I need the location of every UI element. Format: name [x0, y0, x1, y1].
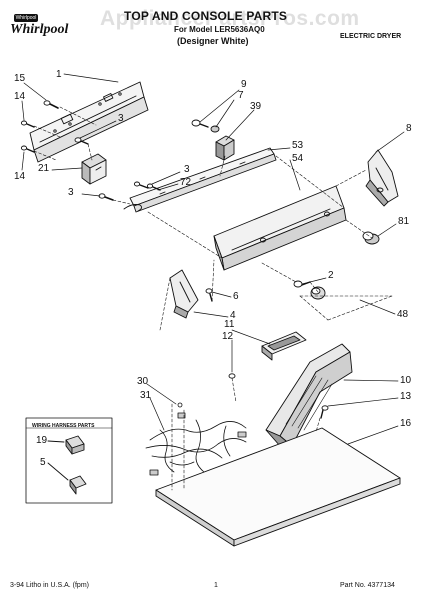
wire-clip-72	[123, 204, 143, 212]
main-top-16	[155, 427, 401, 547]
footer-litho: 3-94 Litho in U.S.A. (fpm)	[10, 582, 89, 589]
side-bracket-4	[169, 269, 199, 319]
callout-30[interactable]: 30	[137, 376, 149, 387]
callout-16[interactable]: 16	[400, 418, 412, 429]
callout-72[interactable]: 72	[180, 177, 192, 188]
screw-3-lower	[98, 193, 114, 201]
callout-12[interactable]: 12	[222, 331, 234, 342]
callout-39[interactable]: 39	[250, 101, 262, 112]
callout-53[interactable]: 53	[292, 140, 304, 151]
screw-12	[228, 373, 236, 379]
switch-block-21	[81, 153, 107, 185]
control-panel-strip-53	[129, 147, 277, 213]
callout-9[interactable]: 9	[241, 79, 247, 90]
screw-14-lower	[20, 145, 35, 153]
screw-13	[320, 405, 329, 419]
callout-5[interactable]: 5	[40, 457, 46, 468]
console-front-54	[213, 185, 347, 271]
callout-7[interactable]: 7	[238, 90, 244, 101]
callout-21[interactable]: 21	[38, 163, 50, 174]
callout-54[interactable]: 54	[292, 153, 304, 164]
wiring-harness-title: WIRING HARNESS PARTS	[32, 423, 95, 429]
callout-31[interactable]: 31	[140, 390, 152, 401]
callout-4[interactable]: 4	[230, 310, 236, 321]
callout-14-upper[interactable]: 14	[14, 91, 26, 102]
callout-13[interactable]: 13	[400, 391, 412, 402]
rear-console-panel	[29, 81, 149, 163]
brand-logo: Whirlpool	[10, 22, 69, 37]
screw-6	[205, 288, 213, 302]
page-title: TOP AND CONSOLE PARTS	[124, 9, 288, 23]
screw-15	[43, 100, 59, 109]
wiring-harness-inset	[25, 417, 113, 504]
screw-14-upper	[20, 120, 35, 128]
callout-10[interactable]: 10	[400, 375, 412, 386]
callout-8[interactable]: 8	[406, 123, 412, 134]
leader-lines	[21, 73, 405, 445]
variant-line: (Designer White)	[177, 36, 249, 46]
callout-15[interactable]: 15	[14, 73, 26, 84]
brand-badge: Whirlpool	[14, 14, 38, 22]
watermark: AppliancePartsPros.com	[100, 7, 360, 30]
model-line: For Model LER5636AQ0	[174, 25, 265, 34]
callout-48[interactable]: 48	[397, 309, 409, 320]
screw-3-upper	[74, 137, 89, 145]
callout-3-middle[interactable]: 3	[184, 164, 190, 175]
footer-page-number: 1	[214, 582, 218, 589]
lint-cover-11-12	[261, 331, 307, 361]
callout-14-lower[interactable]: 14	[14, 171, 26, 182]
assembly-lines	[33, 106, 393, 491]
callout-11[interactable]: 11	[224, 319, 235, 330]
timer-assembly	[191, 119, 235, 161]
callout-1[interactable]: 1	[56, 69, 62, 80]
callout-6[interactable]: 6	[233, 291, 239, 302]
product-type: ELECTRIC DRYER	[340, 33, 402, 40]
screws-3-72	[133, 181, 161, 191]
callout-81[interactable]: 81	[398, 216, 410, 227]
knob-81	[362, 231, 380, 245]
callout-3-upper[interactable]: 3	[118, 113, 124, 124]
footer-part-number: Part No. 4377134	[340, 582, 395, 589]
callout-2[interactable]: 2	[328, 270, 334, 281]
callout-3-lower[interactable]: 3	[68, 187, 74, 198]
callout-19[interactable]: 19	[36, 435, 48, 446]
console-end-cap-8	[365, 149, 399, 207]
